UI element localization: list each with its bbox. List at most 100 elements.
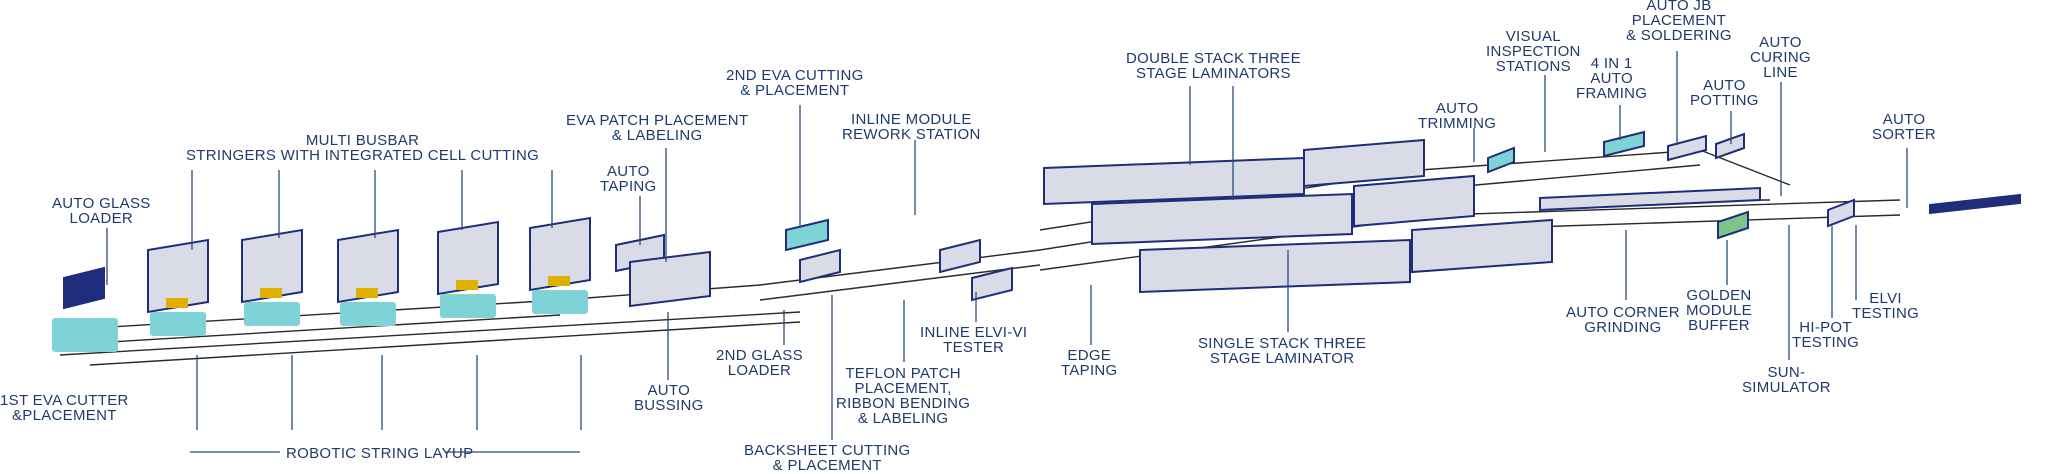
label-sun-simulator: SUN- SIMULATOR [1742, 364, 1831, 396]
framing-machine-body [1603, 130, 1645, 158]
label-auto-glass-loader: AUTO GLASS LOADER [52, 195, 151, 227]
label-auto-taping: AUTO TAPING [600, 163, 657, 195]
label-elvi-testing: ELVI TESTING [1852, 290, 1920, 322]
label-2nd-glass-loader: 2ND GLASS LOADER [716, 347, 803, 379]
glass-loader-machine [63, 266, 105, 310]
stringer-machine [337, 228, 399, 304]
conveyor-rail [759, 264, 1041, 301]
jb-machine-body [1667, 134, 1707, 162]
glass-loader-machine-body [63, 266, 105, 310]
elvi-tester-machine-2-body [971, 266, 1013, 302]
stringer-machine [437, 220, 499, 296]
label-inline-rework-station: INLINE MODULE REWORK STATION [842, 111, 981, 143]
robot-arm [260, 288, 282, 298]
double-laminator-4-body [1353, 174, 1475, 228]
eva-cutting-machine [785, 218, 829, 252]
conveyor-rail [1419, 149, 1701, 171]
double-laminator-1 [1043, 156, 1305, 206]
glass-loader-2 [799, 248, 841, 284]
eva-cutting-machine-body [785, 218, 829, 252]
conveyor-rail [59, 311, 801, 356]
robot-arm [356, 288, 378, 298]
stringer-machine-body [241, 228, 303, 304]
label-multi-busbar-stringers: MULTI BUSBAR STRINGERS WITH INTEGRATED C… [186, 132, 540, 164]
label-single-stack-laminator: SINGLE STACK THREE STAGE LAMINATOR [1198, 335, 1367, 367]
double-laminator-2-body [1303, 138, 1425, 188]
framing-machine [1603, 130, 1645, 158]
stringer-machine-body [147, 238, 209, 314]
double-laminator-4 [1353, 174, 1475, 228]
stringer-base [150, 312, 206, 336]
label-hi-pot-testing: HI-POT TESTING [1792, 319, 1860, 351]
single-laminator-1 [1139, 238, 1411, 294]
trimming-machine [1487, 146, 1515, 174]
stringer-machine [529, 216, 591, 292]
stringer-machine [147, 238, 209, 314]
trimming-machine-body [1487, 146, 1515, 174]
curing-line [1539, 186, 1761, 212]
double-laminator-2 [1303, 138, 1425, 188]
double-laminator-3-body [1091, 192, 1353, 246]
single-laminator-2-body [1411, 218, 1553, 274]
label-inline-elvi-tester: INLINE ELVI-VI TESTER [920, 324, 1028, 356]
stringer-base [440, 294, 496, 318]
stringer-machine-body [437, 220, 499, 296]
hi-pot-machine-body [1827, 198, 1855, 228]
single-laminator-2 [1411, 218, 1553, 274]
label-eva-patch-placement: EVA PATCH PLACEMENT & LABELING [566, 112, 749, 144]
label-double-stack-laminators: DOUBLE STACK THREE STAGE LAMINATORS [1126, 50, 1301, 82]
label-visual-inspection: VISUAL INSPECTION STATIONS [1486, 28, 1581, 75]
double-laminator-1-body [1043, 156, 1305, 206]
stringer-machine-body [337, 228, 399, 304]
label-auto-trimming: AUTO TRIMMING [1418, 100, 1497, 132]
bussing-machine [629, 250, 711, 308]
golden-buffer [1717, 210, 1749, 240]
elvi-tester-machine-2 [971, 266, 1013, 302]
stringer-machine-body [529, 216, 591, 292]
glass-loader-2-body [799, 248, 841, 284]
sorter-machine-body [1929, 193, 2021, 215]
double-laminator-3 [1091, 192, 1353, 246]
label-backsheet-cutting: BACKSHEET CUTTING & PLACEMENT [744, 442, 911, 474]
label-auto-jb-placement: AUTO JB PLACEMENT & SOLDERING [1626, 0, 1732, 44]
hi-pot-machine [1827, 198, 1855, 228]
leader-lines [106, 51, 1908, 453]
stringer-base [532, 290, 588, 314]
label-teflon-patch: TEFLON PATCH PLACEMENT, RIBBON BENDING &… [836, 365, 971, 427]
conveyor-rail [1439, 199, 1901, 216]
potting-machine [1715, 132, 1745, 160]
label-robotic-string-layup: ROBOTIC STRING LAYUP [286, 445, 474, 462]
label-auto-potting: AUTO POTTING [1690, 77, 1759, 109]
conveyor-rail [1699, 149, 1791, 186]
stringer-base [244, 302, 300, 326]
label-4-in-1-framing: 4 IN 1 AUTO FRAMING [1576, 55, 1648, 102]
label-auto-bussing: AUTO BUSSING [634, 382, 704, 414]
curing-line-body [1539, 186, 1761, 212]
conveyor-rail [59, 314, 561, 346]
golden-buffer-body [1717, 210, 1749, 240]
robot-arm [166, 298, 188, 308]
bussing-machine-body [629, 250, 711, 308]
jb-machine [1667, 134, 1707, 162]
robot-arm [548, 276, 570, 286]
eva-cutter-base [52, 318, 118, 352]
robot-arm [456, 280, 478, 290]
stringer-machine [241, 228, 303, 304]
machine-group [52, 130, 2021, 352]
conveyor-rail [89, 321, 801, 366]
elvi-tester-machine-body [939, 238, 981, 274]
potting-machine-body [1715, 132, 1745, 160]
label-golden-module-buffer: GOLDEN MODULE BUFFER [1686, 287, 1752, 334]
label-auto-corner-grinding: AUTO CORNER GRINDING [1566, 304, 1680, 336]
elvi-tester-machine [939, 238, 981, 274]
sorter-machine [1929, 193, 2021, 215]
label-auto-sorter: AUTO SORTER [1872, 111, 1937, 143]
label-1st-eva-cutter: 1ST EVA CUTTER &PLACEMENT [0, 392, 129, 424]
stringer-base [340, 302, 396, 326]
label-edge-taping: EDGE TAPING [1061, 347, 1118, 379]
label-2nd-eva-cutting: 2ND EVA CUTTING & PLACEMENT [726, 67, 864, 99]
single-laminator-1-body [1139, 238, 1411, 294]
label-auto-curing-line: AUTO CURING LINE [1750, 34, 1811, 81]
